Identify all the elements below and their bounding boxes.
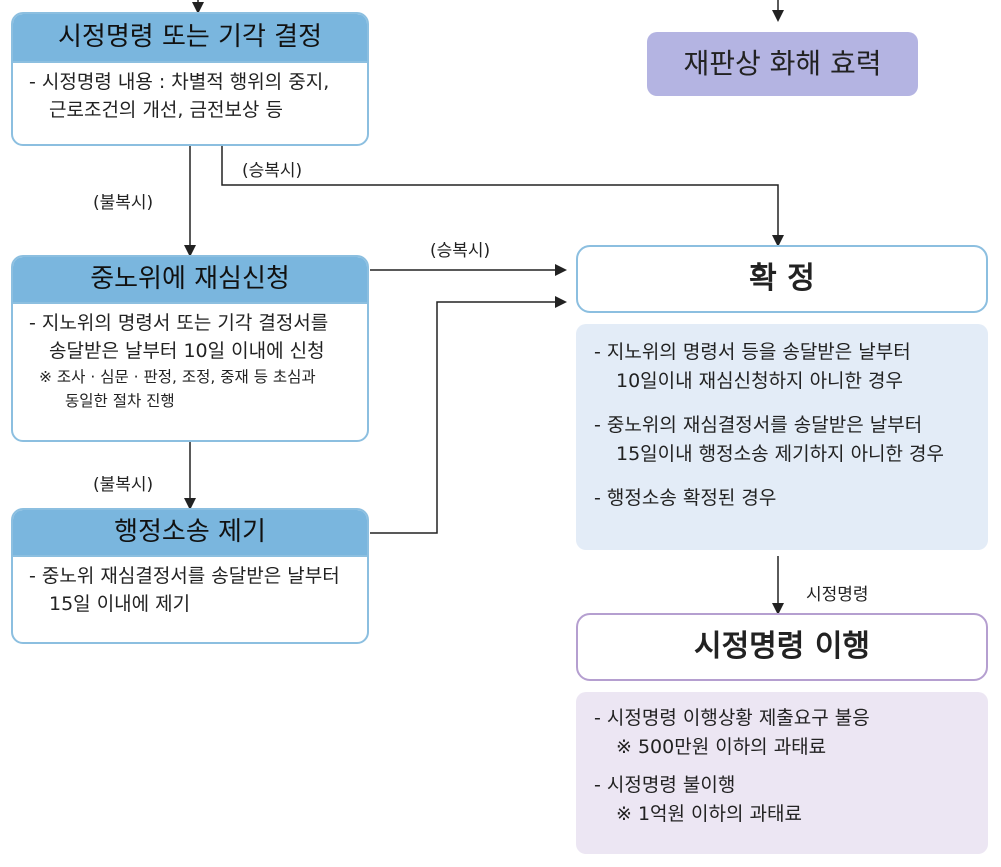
penalty-line: - 시정명령 이행상황 제출요구 불응 bbox=[594, 707, 870, 729]
confirm-condition-line: 10일이내 재심신청하지 아니한 경우 bbox=[616, 369, 904, 392]
lawsuit-box-body: - 중노위 재심결정서를 송달받은 날부터 15일 이내에 제기 bbox=[13, 557, 367, 626]
penalty-line: ※ 1억원 이하의 과태료 bbox=[616, 802, 802, 825]
correction-order-label: 시정명령 bbox=[806, 585, 869, 605]
accept-label-1: (승복시) bbox=[242, 161, 303, 181]
accept-label-2: (승복시) bbox=[430, 241, 491, 261]
reexamination-box-body: - 지노위의 명령서 또는 기각 결정서를 송달받은 날부터 10일 이내에 신… bbox=[13, 304, 367, 421]
lawsuit-box-title: 행정소송 제기 bbox=[13, 510, 367, 558]
reexamination-line: 송달받은 날부터 10일 이내에 신청 bbox=[49, 339, 325, 362]
confirm-condition-line: 15일이내 행정소송 제기하지 아니한 경우 bbox=[616, 442, 945, 465]
settlement-effect-box: 재판상 화해 효력 bbox=[647, 32, 918, 96]
reexamination-box: 중노위에 재심신청 - 지노위의 명령서 또는 기각 결정서를 송달받은 날부터… bbox=[11, 255, 369, 442]
confirm-conditions-panel: - 지노위의 명령서 등을 송달받은 날부터 10일이내 재심신청하지 아니한 … bbox=[576, 324, 988, 550]
decision-line: - 시정명령 내용 : 차별적 행위의 중지, bbox=[29, 71, 330, 94]
decision-box-title: 시정명령 또는 기각 결정 bbox=[13, 14, 367, 64]
objection-label-2: (불복시) bbox=[93, 475, 154, 495]
objection-label-1: (불복시) bbox=[93, 193, 154, 213]
reexamination-note: 동일한 절차 진행 bbox=[65, 392, 175, 411]
decision-box: 시정명령 또는 기각 결정 - 시정명령 내용 : 차별적 행위의 중지, 근로… bbox=[11, 12, 369, 146]
confirm-condition-line: - 행정소송 확정된 경우 bbox=[594, 487, 777, 509]
reexamination-line: - 지노위의 명령서 또는 기각 결정서를 bbox=[29, 312, 329, 335]
penalty-line: ※ 500만원 이하의 과태료 bbox=[616, 735, 827, 758]
confirm-condition: - 지노위의 명령서 등을 송달받은 날부터 10일이내 재심신청하지 아니한 … bbox=[594, 338, 970, 395]
compliance-box: 시정명령 이행 bbox=[576, 613, 988, 681]
decision-line: 근로조건의 개선, 금전보상 등 bbox=[49, 98, 283, 121]
arrow-box1-to-confirm bbox=[221, 146, 784, 247]
reexamination-note: ※ 조사 · 심문 · 판정, 조정, 중재 등 초심과 bbox=[39, 368, 316, 387]
confirm-condition-line: - 중노위의 재심결정서를 송달받은 날부터 bbox=[594, 414, 923, 436]
confirm-condition: - 중노위의 재심결정서를 송달받은 날부터 15일이내 행정소송 제기하지 아… bbox=[594, 411, 970, 468]
compliance-penalty-panel: - 시정명령 이행상황 제출요구 불응 ※ 500만원 이하의 과태료 - 시정… bbox=[576, 692, 988, 854]
penalty-line: - 시정명령 불이행 bbox=[594, 774, 736, 796]
reexamination-box-title: 중노위에 재심신청 bbox=[13, 257, 367, 305]
decision-box-body: - 시정명령 내용 : 차별적 행위의 중지, 근로조건의 개선, 금전보상 등 bbox=[13, 63, 367, 132]
confirm-box: 확 정 bbox=[576, 245, 988, 313]
lawsuit-line: 15일 이내에 제기 bbox=[49, 592, 191, 615]
penalty-item: - 시정명령 불이행 ※ 1억원 이하의 과태료 bbox=[594, 771, 970, 828]
arrow-box3-to-confirm bbox=[370, 296, 567, 534]
penalty-item: - 시정명령 이행상황 제출요구 불응 ※ 500만원 이하의 과태료 bbox=[594, 704, 970, 761]
confirm-condition-line: - 지노위의 명령서 등을 송달받은 날부터 bbox=[594, 341, 911, 363]
confirm-condition: - 행정소송 확정된 경우 bbox=[594, 484, 970, 513]
lawsuit-line: - 중노위 재심결정서를 송달받은 날부터 bbox=[29, 565, 340, 588]
lawsuit-box: 행정소송 제기 - 중노위 재심결정서를 송달받은 날부터 15일 이내에 제기 bbox=[11, 508, 369, 644]
